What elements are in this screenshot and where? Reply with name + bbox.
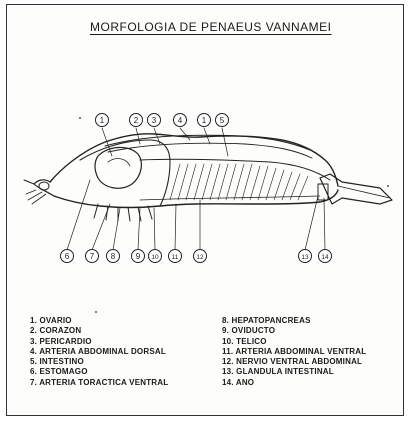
legend-item-13: 13. GLANDULA INTESTINAL [222,367,366,377]
callout-number-10: 10 [151,254,159,261]
callout-number-4: 4 [178,116,183,125]
callout-number-3: 3 [152,116,157,125]
speck [95,311,97,313]
legend-item-7: 7. ARTERIA TORACTICA VENTRAL [30,378,168,388]
legend-item-3: 3. PERICARDIO [30,337,168,347]
callout-number-14: 14 [321,254,329,261]
legend-item-1: 1. OVARIO [30,316,168,326]
legend-item-5: 5. INTESTINO [30,357,168,367]
callout-number-11: 11 [172,254,179,261]
legend-item-10: 10. TELICO [222,337,366,347]
callout-number-6: 6 [65,252,70,261]
legend-item-6: 6. ESTOMAGO [30,367,168,377]
callout-number-2: 2 [134,116,139,125]
shrimp-body [24,134,392,221]
legend-item-2: 2. CORAZON [30,326,168,336]
callout-number-5: 5 [220,116,225,125]
callout-number-7: 7 [90,252,95,261]
callout-number-1: 1 [100,116,105,125]
callout-number-8: 8 [111,252,116,261]
legend-right: 8. HEPATOPANCREAS 9. OVIDUCTO 10. TELICO… [222,316,366,388]
callout-number-12: 12 [196,254,204,261]
legend-item-9: 9. OVIDUCTO [222,326,366,336]
callout-number-9: 9 [136,252,141,261]
legend-item-14: 14. ANO [222,378,366,388]
figure-title: MORFOLOGIA DE PENAEUS VANNAMEI [90,20,350,34]
legend-item-4: 4. ARTERIA ABDOMINAL DORSAL [30,347,168,357]
legend-item-11: 11. ARTERIA ABDOMINAL VENTRAL [222,347,366,357]
legend-left: 1. OVARIO 2. CORAZON 3. PERICARDIO 4. AR… [30,316,168,388]
legend-item-12: 12. NERVIO VENTRAL ABDOMINAL [222,357,366,367]
legend-item-8: 8. HEPATOPANCREAS [222,316,366,326]
callout-number-13: 13 [301,254,309,261]
callout-number-1: 1 [202,116,207,125]
